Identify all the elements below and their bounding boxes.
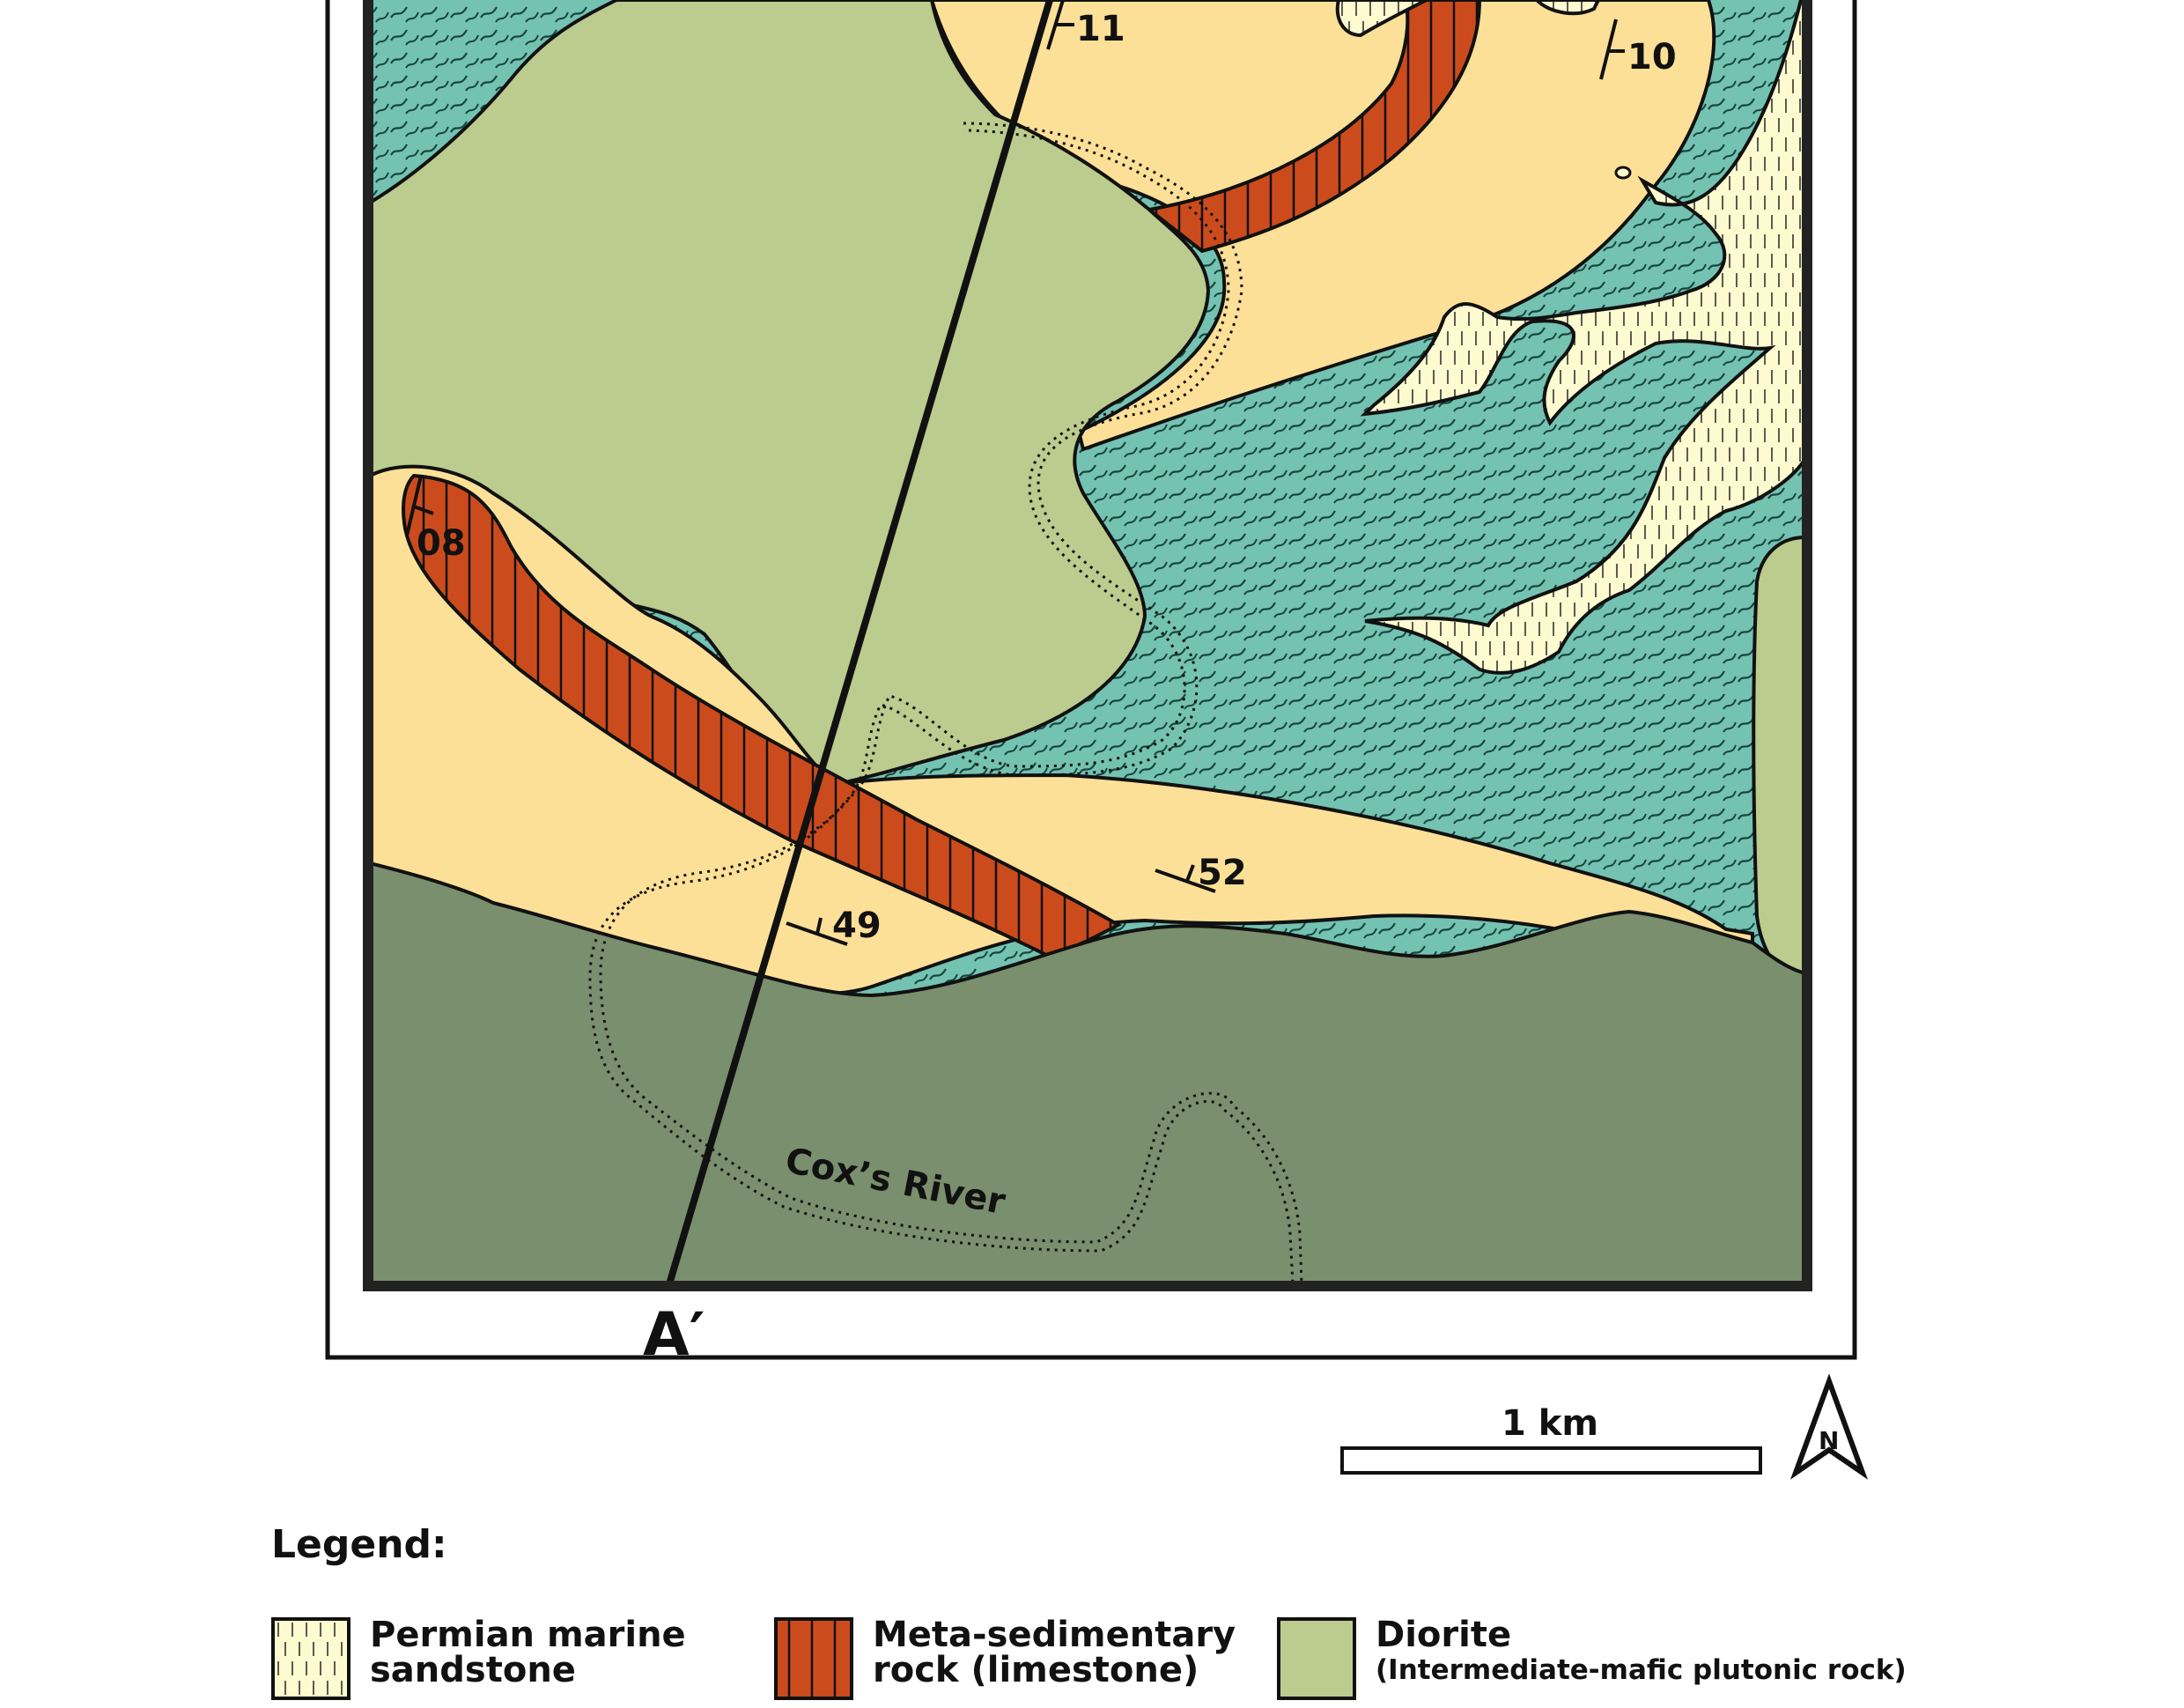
scale-label: 1 km	[1502, 1403, 1598, 1444]
limestone-arc-lower	[402, 473, 1123, 958]
diorite-swatch	[1277, 1617, 1356, 1700]
section-label: A′	[643, 1300, 705, 1370]
legend-label: Diorite (Intermediate-mafic plutonic roc…	[1376, 1615, 1907, 1686]
river-trace-inner	[599, 129, 1303, 1284]
north-letter: N	[1819, 1426, 1839, 1455]
diorite-body-central	[370, 0, 1211, 787]
north-arrow-icon: N	[1789, 1373, 1869, 1480]
cross-section-line	[666, 0, 1053, 1284]
diorite-sliver-right	[1752, 535, 1805, 989]
sandstone-body-right	[1360, 0, 1805, 675]
strike-dip-label-49: 49	[832, 906, 882, 946]
legend-label: Meta-sedimentary rock (limestone)	[873, 1615, 1236, 1690]
scale-bar	[1340, 1446, 1762, 1475]
strike-dip-label-52: 52	[1198, 853, 1247, 893]
sandstone-patch-top-right	[1534, 0, 1601, 16]
small-outcrop-marker	[1614, 166, 1632, 180]
strike-dip-label-10: 10	[1627, 37, 1677, 78]
strike-dip-label-11: 11	[1076, 9, 1125, 49]
map-inner-border	[363, 0, 1812, 1291]
legend-title: Legend:	[271, 1522, 447, 1567]
legend-label: Permian marine sandstone	[370, 1615, 686, 1690]
limestone-arc-upper	[1145, 0, 1482, 254]
strike-dip-label-08: 08	[417, 523, 466, 564]
limestone-swatch	[774, 1617, 853, 1700]
dark-green-unit	[370, 861, 1805, 1284]
strike-dip-symbol	[405, 0, 1625, 946]
sandstone-patch-top	[1335, 0, 1428, 38]
sandstone-swatch	[271, 1617, 350, 1700]
